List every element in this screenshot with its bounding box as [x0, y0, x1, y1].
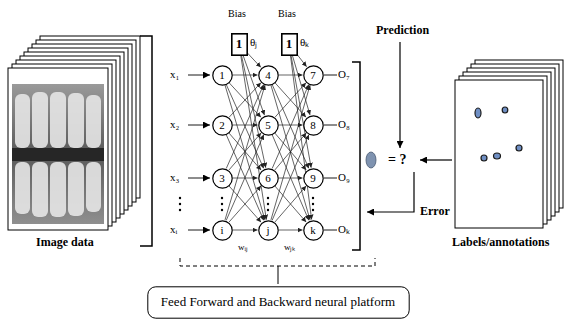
- output-symbol: Oₖ: [338, 223, 350, 235]
- node-text: k: [310, 224, 316, 236]
- hidden-neuron: 4: [258, 65, 279, 86]
- input-neuron: 2: [212, 115, 233, 136]
- box-outline: [231, 33, 246, 54]
- weight-connection: [298, 55, 307, 67]
- bias-label: Bias: [228, 8, 246, 19]
- node-text: 7: [310, 69, 316, 81]
- annotation-dots: [475, 107, 522, 161]
- weight-connection: [229, 186, 261, 222]
- node-text: 4: [265, 69, 271, 81]
- weight-connection: [243, 56, 264, 116]
- weight-connection: [233, 125, 258, 126]
- neuron-circle: [258, 65, 277, 84]
- neuron-circle: [258, 115, 277, 134]
- node-text: 3: [219, 172, 225, 184]
- neuron-circle: [212, 220, 231, 239]
- node-text: i: [220, 224, 223, 236]
- input-symbol: x₁: [170, 68, 179, 80]
- dashed-bracket: [278, 266, 279, 284]
- bias-weight: θₖ: [300, 36, 309, 48]
- weight-connection: [233, 230, 258, 231]
- input-neuron: 1: [212, 65, 233, 86]
- bracket: [140, 36, 152, 246]
- node-text: 1: [286, 37, 293, 51]
- output-neuron: 7: [303, 65, 324, 86]
- hidden-neuron: 5: [258, 115, 279, 136]
- hidden-neuron: j: [258, 220, 279, 241]
- bracket: [352, 62, 360, 250]
- bias-weight: θⱼ: [250, 36, 257, 48]
- weight-connection: [271, 85, 310, 220]
- weight-connection: [225, 85, 265, 220]
- bias-box: 1: [281, 33, 298, 56]
- bias-label: Bias: [278, 8, 296, 19]
- image-stack: [8, 36, 140, 230]
- output-neuron: k: [303, 220, 324, 241]
- weight-connection: [248, 53, 261, 67]
- weight-connection: [292, 56, 310, 115]
- input-neuron: 3: [212, 168, 233, 189]
- ellipsis-dots: [179, 197, 314, 211]
- prediction-label: Prediction: [376, 24, 429, 37]
- annotation-stack: [455, 60, 563, 228]
- box-outline: [147, 286, 408, 317]
- annotation-caption: Labels/annotations: [452, 236, 549, 249]
- platform-box: Feed Forward and Backward neural platfor…: [147, 286, 410, 319]
- neuron-circle: [212, 65, 231, 84]
- prediction-arrow: [399, 42, 400, 148]
- neuron-circle: [303, 220, 322, 239]
- label-arrow: [420, 159, 452, 160]
- image-caption: Image data: [36, 236, 94, 249]
- node-text: j: [266, 224, 269, 236]
- weight-connection: [279, 75, 303, 76]
- weight-connection: [229, 83, 261, 118]
- weight-connection: [279, 230, 303, 231]
- weight-symbol: wᵢⱼ: [238, 243, 248, 253]
- output-leads: [324, 75, 337, 230]
- neuron-circle: [303, 115, 322, 134]
- output-neuron: 8: [303, 115, 324, 136]
- node-text: 8: [310, 119, 316, 131]
- compare-sign: = ?: [388, 152, 406, 167]
- prediction-oval: [366, 152, 376, 168]
- node-text: 1: [219, 69, 225, 81]
- hidden-neuron: 6: [258, 168, 279, 189]
- dashed-bracket: [180, 258, 375, 266]
- error-label: Error: [420, 205, 450, 218]
- output-symbol: O₈: [338, 118, 350, 130]
- box-outline: [281, 33, 296, 54]
- error-arrow: [367, 172, 414, 212]
- neuron-circle: [258, 220, 277, 239]
- weight-connection: [233, 75, 258, 76]
- neuron-circle: [303, 168, 322, 187]
- weight-symbol: wⱼₖ: [284, 243, 296, 253]
- bias-box: 1: [231, 33, 248, 56]
- input-leads: [188, 75, 210, 230]
- output-neuron: 9: [303, 168, 324, 189]
- node-text: 9: [310, 172, 316, 184]
- weight-connection: [275, 186, 306, 222]
- weight-connection: [225, 85, 265, 220]
- input-symbol: x₃: [170, 171, 179, 183]
- input-symbol: x₂: [170, 118, 179, 130]
- output-symbol: O₇: [338, 68, 350, 80]
- neuron-circle: [212, 168, 231, 187]
- output-symbol: O₉: [338, 171, 350, 183]
- node-text: 2: [219, 119, 225, 131]
- node-text: Feed Forward and Backward neural platfor…: [161, 295, 395, 309]
- weight-connection: [229, 83, 261, 118]
- node-text: 6: [265, 172, 271, 184]
- neuron-circle: [212, 115, 231, 134]
- neuron-circle: [258, 168, 277, 187]
- input-neuron: i: [212, 220, 233, 241]
- weight-connection: [271, 85, 310, 220]
- input-symbol: xᵢ: [170, 223, 177, 235]
- dental-xray: [12, 84, 104, 224]
- node-text: 5: [265, 119, 271, 131]
- neuron-circle: [303, 65, 322, 84]
- node-text: 1: [236, 37, 243, 51]
